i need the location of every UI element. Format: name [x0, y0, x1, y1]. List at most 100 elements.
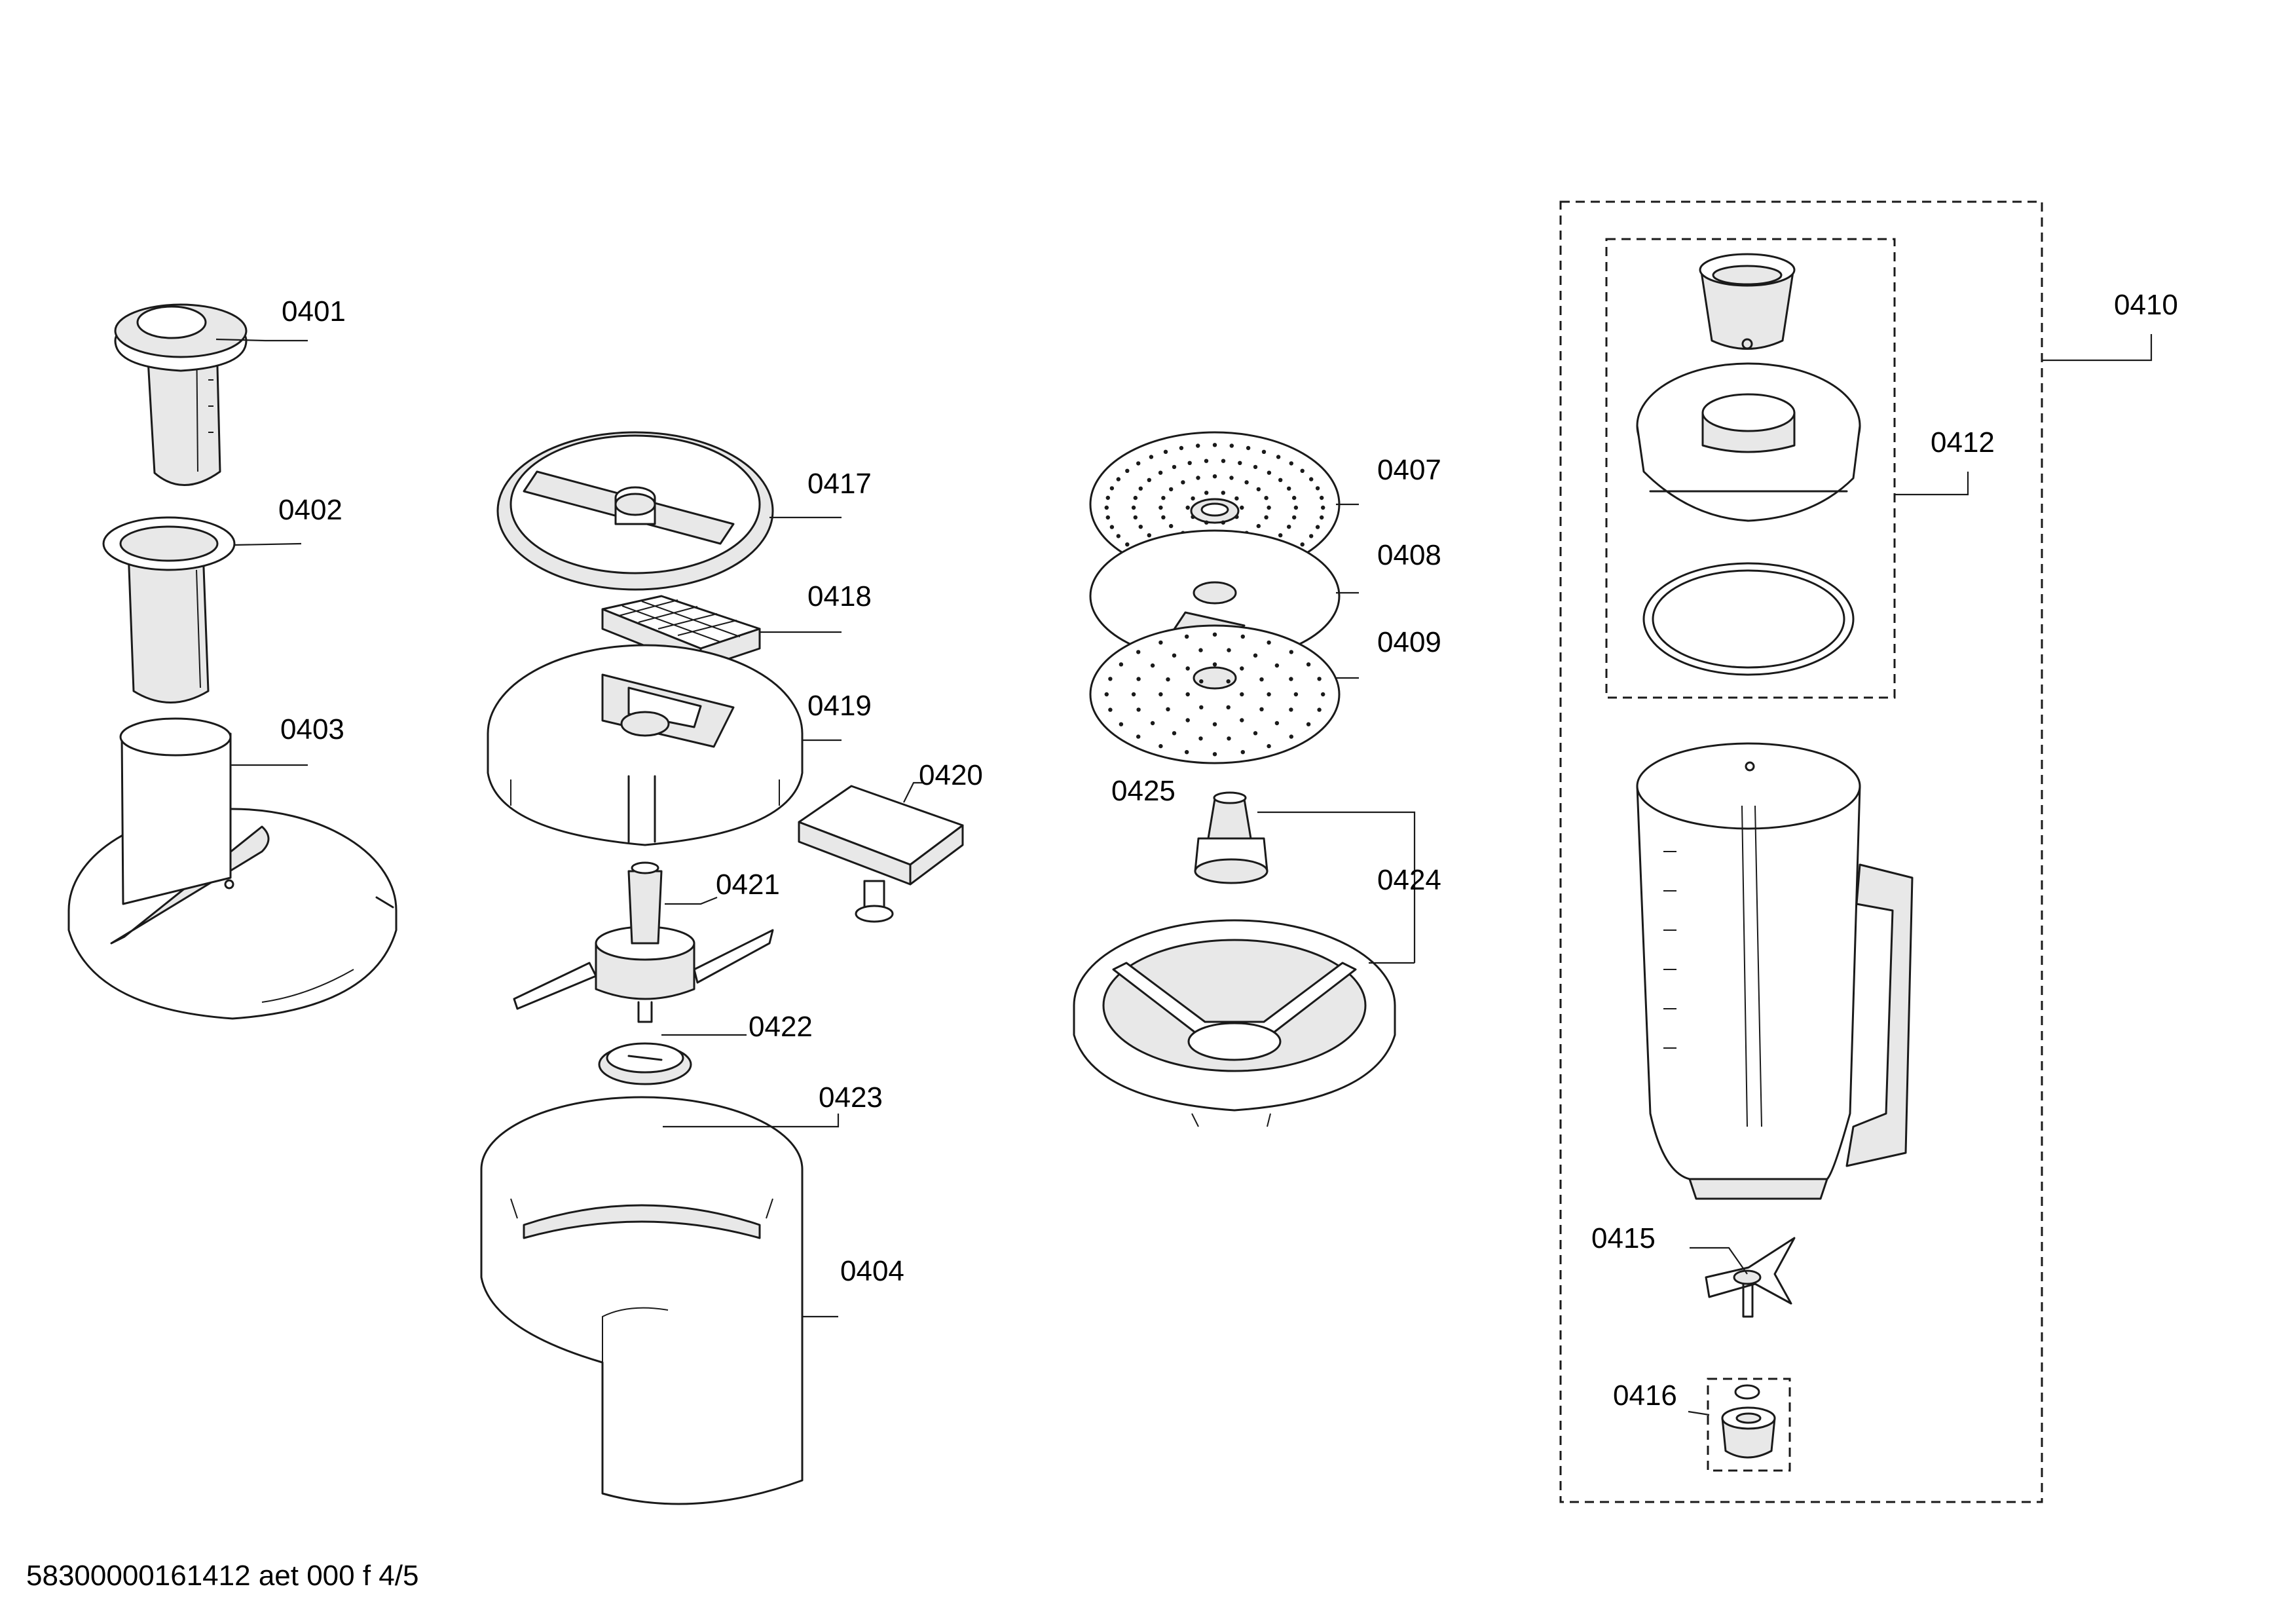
perforation	[1196, 476, 1200, 480]
perforation	[1227, 648, 1231, 652]
perforation	[1221, 520, 1226, 525]
perforation	[1227, 736, 1231, 741]
label-0401: 0401	[282, 295, 346, 328]
perforation	[1234, 514, 1239, 519]
slicing-disc-0417	[496, 431, 774, 591]
perforation	[1289, 461, 1294, 466]
part-labels: 0401 0402 0403 0417 0418 0419 0420 0421 …	[278, 289, 2178, 1412]
assembly-0410-outline	[1559, 200, 2043, 1503]
perforation	[1287, 486, 1291, 491]
perforation	[1253, 653, 1258, 658]
perforation	[1276, 455, 1281, 459]
perforation	[1309, 534, 1314, 538]
perforation	[1136, 734, 1141, 739]
blender-jug	[1636, 742, 1914, 1200]
perforation	[1136, 461, 1141, 466]
label-0416: 0416	[1613, 1379, 1677, 1412]
perforation	[1240, 666, 1244, 671]
perforation	[1104, 692, 1109, 697]
lid-gasket	[1642, 562, 1855, 676]
perforation	[1138, 486, 1143, 491]
lid-0403	[67, 717, 398, 1020]
perforation	[1240, 634, 1246, 639]
perforation	[1104, 505, 1109, 510]
leader-0420	[903, 781, 923, 803]
perforation	[1240, 718, 1244, 723]
perforation	[1212, 662, 1217, 667]
perforation	[1196, 443, 1200, 448]
insert-0402	[102, 516, 236, 704]
perforation	[1172, 731, 1177, 736]
perforation	[1259, 677, 1264, 682]
label-0420: 0420	[919, 759, 983, 791]
perforation	[1240, 505, 1244, 510]
perforation	[1212, 752, 1217, 757]
perforation	[1300, 468, 1305, 473]
perforation	[1226, 705, 1231, 710]
perforation	[1315, 525, 1320, 529]
label-0421: 0421	[716, 869, 780, 901]
knife-blade-0421	[513, 861, 774, 1023]
perforation	[1315, 486, 1320, 491]
perforation	[1133, 515, 1138, 520]
perforation	[1256, 487, 1261, 492]
perforation	[1292, 515, 1297, 520]
perforation	[1191, 496, 1195, 501]
drawing-code: 58300000161412 aet 000 f 4/5	[26, 1560, 418, 1592]
perforation	[1185, 718, 1190, 723]
perforation	[1320, 495, 1324, 500]
perforation	[1212, 722, 1217, 726]
coupling-0416-outline	[1707, 1378, 1791, 1472]
perforation	[1234, 496, 1239, 501]
perforation	[1204, 491, 1209, 495]
perforation	[1185, 750, 1189, 755]
leader-0412	[1895, 472, 1969, 496]
perforation	[1108, 677, 1113, 681]
perforation	[1136, 650, 1141, 654]
perforation	[1109, 486, 1115, 491]
label-0417: 0417	[807, 468, 872, 500]
measuring-cap	[1699, 253, 1796, 350]
perforation	[1136, 677, 1141, 681]
leader-0421	[665, 896, 718, 905]
perforation	[1246, 445, 1251, 451]
perforation	[1199, 679, 1204, 684]
leader-lines	[215, 334, 2153, 1416]
label-0422: 0422	[749, 1011, 813, 1043]
label-0407: 0407	[1377, 454, 1441, 486]
perforation	[1172, 653, 1177, 658]
label-0415: 0415	[1591, 1222, 1656, 1254]
perforation	[1158, 505, 1163, 510]
perforation	[1267, 505, 1271, 510]
drive-gear-0422	[598, 1042, 692, 1085]
perforation	[1147, 478, 1152, 482]
perforation	[1185, 634, 1189, 639]
perforation	[1204, 459, 1209, 463]
label-0424: 0424	[1377, 864, 1441, 896]
label-0403: 0403	[280, 713, 344, 745]
label-0404: 0404	[840, 1255, 904, 1287]
shaft-adapter-0425	[1194, 791, 1268, 884]
perforation	[1191, 514, 1195, 519]
perforation	[1131, 505, 1136, 510]
perforation	[1166, 707, 1170, 712]
perforation	[1292, 495, 1297, 500]
perforation	[1105, 495, 1111, 500]
perforation	[1221, 491, 1226, 495]
perforation	[1289, 650, 1294, 654]
perforation	[1289, 707, 1293, 712]
perforation	[1267, 692, 1271, 697]
perforation	[1198, 648, 1203, 652]
perforation	[1289, 677, 1293, 681]
perforation	[1320, 515, 1324, 520]
perforation	[1244, 480, 1249, 485]
perforation	[1150, 721, 1155, 726]
perforation	[1274, 663, 1280, 668]
perforation	[1185, 666, 1190, 671]
perforation	[1150, 663, 1155, 668]
label-0423: 0423	[819, 1081, 883, 1114]
perforation	[1109, 525, 1115, 529]
perforation	[1259, 707, 1264, 712]
perforation	[1240, 750, 1246, 755]
